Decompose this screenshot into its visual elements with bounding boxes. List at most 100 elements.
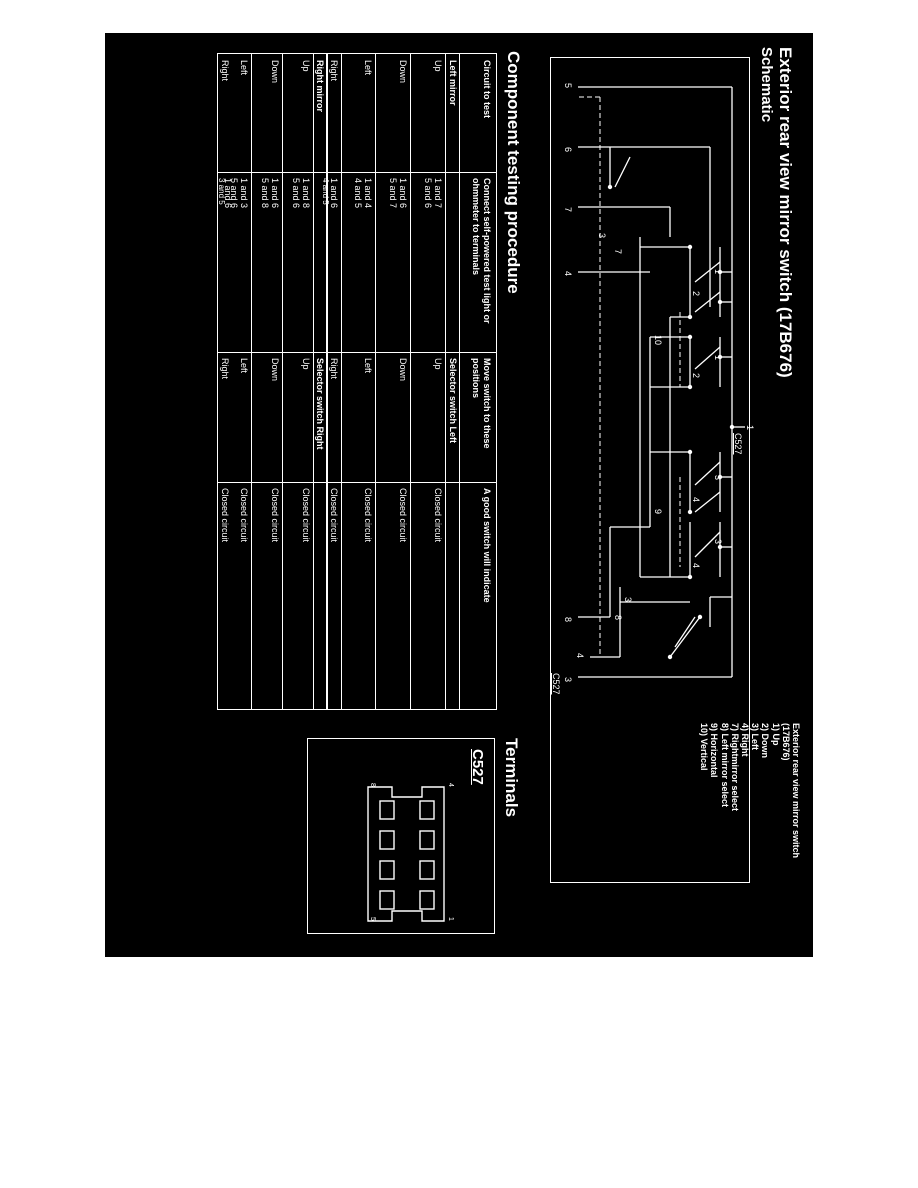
row-circuit: Right xyxy=(329,60,339,82)
table-divider xyxy=(326,54,328,709)
switch-label: 1 xyxy=(713,355,723,361)
terminals-heading: Terminals xyxy=(502,738,521,818)
pin-6-label: 6 xyxy=(563,147,573,153)
legend-item: 8) Left mirror select xyxy=(719,723,730,808)
row-terminal: 4 and 5 xyxy=(321,178,330,205)
row-position: Left xyxy=(363,358,373,374)
header-terminals-2: ohmmeter to terminals xyxy=(471,178,481,276)
terminal-corner-label: 5 xyxy=(369,917,376,921)
legend-item: Exterior rear view mirror switch xyxy=(791,723,801,859)
switch-label: 7 xyxy=(613,249,623,255)
switch-label: 3 xyxy=(597,233,607,239)
row-terminal: 1 and 6 xyxy=(270,178,280,209)
header-position-2: positions xyxy=(471,358,481,398)
row-terminal: 5 and 6 xyxy=(423,178,433,209)
row-terminal: 3 and 5 xyxy=(217,178,226,205)
row-position: Right xyxy=(220,358,230,380)
table-divider xyxy=(218,352,496,353)
section-right-mirror: Right mirror xyxy=(315,60,325,113)
document-panel: Exterior rear view mirror switch (17B676… xyxy=(105,33,813,957)
table-divider xyxy=(282,54,283,709)
table-divider xyxy=(218,482,496,483)
section-left-mirror: Left mirror xyxy=(448,60,458,106)
switch-label: 4 xyxy=(691,497,701,503)
row-position: Down xyxy=(398,358,408,382)
row-terminal: 1 and 8 xyxy=(301,178,311,209)
header-terminals-1: Connect self-powered test light or xyxy=(482,178,492,324)
pin-1-label: 1 xyxy=(745,425,755,431)
connector-c527-label: C527 xyxy=(733,433,743,455)
row-result: Closed circuit xyxy=(270,488,280,543)
header-circuit: Circuit to test xyxy=(482,60,492,119)
table-divider xyxy=(375,54,376,709)
pin-8-label: 8 xyxy=(563,617,573,623)
switch-label: 4 xyxy=(691,563,701,569)
switch-label: 2 xyxy=(691,373,701,379)
legend-item: 1) Up xyxy=(770,723,781,746)
row-terminal: 1 and 7 xyxy=(433,178,443,209)
switch-label: 9 xyxy=(653,509,663,515)
rotated-page: Exterior rear view mirror switch (17B676… xyxy=(105,33,813,957)
switch-label: 10 xyxy=(653,335,663,346)
row-position: Up xyxy=(433,358,443,370)
row-terminal: 1 and 6 xyxy=(398,178,408,209)
row-terminal: 5 and 6 xyxy=(291,178,301,209)
schematic-diagram xyxy=(578,86,745,678)
row-result: Closed circuit xyxy=(363,488,373,543)
terminals-frame: C527 4 8 1 5 xyxy=(307,738,495,934)
connector-c527-label-2: C527 xyxy=(551,673,561,695)
legend-item: 10) Vertical xyxy=(699,723,710,771)
row-terminal: 1 and 4 xyxy=(363,178,373,209)
header-position-1: Move switch to these xyxy=(482,358,492,449)
switch-label: 8 xyxy=(613,615,623,621)
row-circuit: Up xyxy=(301,60,311,72)
row-result: Closed circuit xyxy=(433,488,443,543)
table-divider xyxy=(251,54,252,709)
row-result: Closed circuit xyxy=(220,488,230,543)
connector-c527-icon xyxy=(367,786,445,922)
procedure-heading: Component testing procedure xyxy=(504,51,523,294)
row-circuit: Up xyxy=(433,60,443,72)
selector-right: Selector switch Right xyxy=(315,358,325,450)
legend-item: 4) Right xyxy=(739,723,750,757)
switch-label: 3 xyxy=(713,539,723,545)
row-result: Closed circuit xyxy=(329,488,339,543)
row-position: Right xyxy=(329,358,339,380)
row-terminal: 4 and 5 xyxy=(353,178,363,209)
legend-item: 3) Left xyxy=(750,723,761,750)
schematic-heading: Schematic xyxy=(758,47,775,123)
pin-4-label: 4 xyxy=(563,271,573,277)
row-terminal: 5 and 7 xyxy=(388,178,398,209)
pin-5-label: 5 xyxy=(563,83,573,89)
table-divider xyxy=(341,54,342,709)
terminal-corner-label: 4 xyxy=(447,783,454,787)
row-circuit: Right xyxy=(220,60,230,82)
row-position: Down xyxy=(270,358,280,382)
switch-label: 3 xyxy=(713,475,723,481)
row-terminal: 1 and 6 xyxy=(329,178,339,209)
row-circuit: Down xyxy=(270,60,280,84)
terminals-connector-label: C527 xyxy=(469,749,486,785)
row-terminal: 1 and 3 xyxy=(239,178,249,209)
legend-item: 7) Rightmirror select xyxy=(729,723,740,812)
terminal-corner-label: 1 xyxy=(447,917,454,921)
row-position: Up xyxy=(301,358,311,370)
table-divider xyxy=(445,54,446,709)
legend-item: 2) Down xyxy=(760,723,771,758)
row-circuit: Down xyxy=(398,60,408,84)
switch-label: 3 xyxy=(623,597,633,603)
row-circuit: Left xyxy=(239,60,249,76)
row-result: Closed circuit xyxy=(398,488,408,543)
switch-label: 1 xyxy=(713,269,723,275)
terminal-corner-label: 8 xyxy=(369,783,376,787)
switch-label: 4 xyxy=(575,653,585,659)
table-divider xyxy=(218,172,496,173)
schematic-legend: Exterior rear view mirror switch (17B676… xyxy=(699,723,801,858)
pin-7-label: 7 xyxy=(563,207,573,213)
selector-left: Selector switch Left xyxy=(448,358,458,444)
row-circuit: Left xyxy=(363,60,373,76)
row-terminal: 5 and 8 xyxy=(260,178,270,209)
table-divider xyxy=(410,54,411,709)
row-result: Closed circuit xyxy=(239,488,249,543)
pin-3-label: 3 xyxy=(563,677,573,683)
